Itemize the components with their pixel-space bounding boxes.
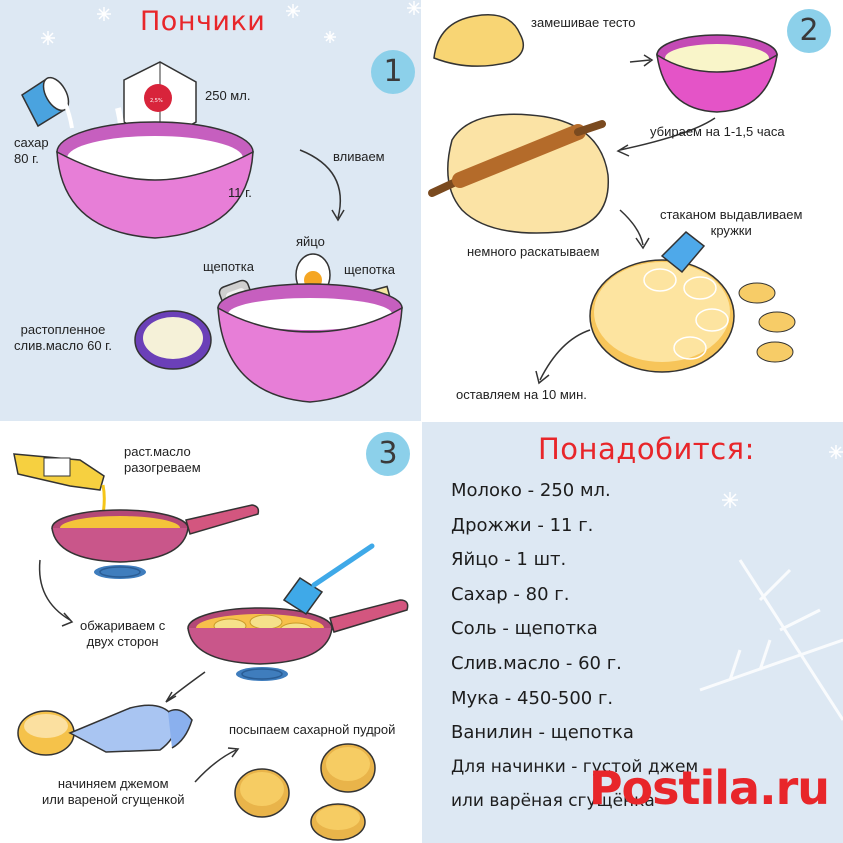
yeast-amount-label: 11 г. [228,185,252,200]
dough-piece [758,311,796,333]
sugared-donut [234,768,290,818]
ingredient-item: Для начинки - густой джем [451,756,699,777]
cut-label: стаканом выдавливаем кружки [660,207,803,239]
mixing-bowl-1 [56,121,254,239]
ingredient-item: Соль - щепотка [451,618,598,640]
sugared-donut [320,743,376,793]
dough-bowl [656,34,778,113]
arrow-rest [619,117,716,151]
recipe-title: Пончики [140,6,266,37]
ingredient-item: Яйцо - 1 шт. [451,549,567,571]
oil-label: раст.масло разогреваем [124,444,201,476]
snowflakes-decoration [41,1,843,508]
butter-label: растопленное слив.масло 60 г. [14,322,112,354]
step-number-2: 2 [787,9,831,53]
fill-label: начиняем джемом или вареной сгущенкой [42,776,185,808]
milk-amount-label: 250 мл. [205,88,251,103]
arrow-pour [299,149,342,219]
rolling-pin [428,120,606,197]
ingredient-item: Мука - 450-500 г. [451,687,614,709]
ingredient-item: Слив.масло - 60 г. [451,652,622,674]
filled-donut [17,710,75,756]
piping-bag [68,704,193,753]
frying-pan-1 [51,504,260,579]
sugar-cup [21,76,74,129]
arrow-cut [539,329,591,381]
ingredients-list: Молоко - 250 мл. Дрожжи - 11 г. Яйцо - 1… [451,480,698,826]
spatula [282,543,375,616]
ingredient-item: или варёная сгущёнка [451,791,655,812]
large-snowflake-decoration [699,559,843,721]
step-number-3: 3 [366,432,410,476]
butter-bowl [134,310,212,370]
ingredient-item: Молоко - 250 мл. [451,480,611,501]
oil-bottle [13,453,106,521]
pinch-salt-label: щепотка [203,259,254,274]
step-number-1: 1 [371,50,415,94]
postila-watermark: Postila.ru [588,761,830,815]
pinch-vanilla-label: щепотка [344,262,395,277]
mixing-bowl-2 [217,283,403,403]
fry-label: обжариваем с двух сторон [80,618,166,650]
frying-pan-2 [187,599,409,681]
arrow-fry [167,671,206,701]
egg-label: яйцо [296,234,325,249]
sugar-label: сахар 80 г. [14,135,49,167]
sprinkle-label: посыпаем сахарной пудрой [229,722,396,737]
knead-label: замешивае тесто [531,15,636,30]
roll-label: немного раскатываем [467,244,600,259]
arrow-roll [619,209,644,246]
ingredient-item: Ванилин - щепотка [451,722,634,744]
dough-piece [738,282,776,304]
glass-cutter [660,231,706,274]
ingredient-item: Сахар - 80 г. [451,583,570,605]
arrow-fill [194,749,237,783]
ingredient-item: Дрожжи - 11 г. [451,514,594,536]
dough-ball [433,14,525,67]
rest-label: убираем на 1-1,5 часа [650,124,785,139]
milk-box-label: 2,5% [150,98,163,104]
horizontal-divider [0,421,843,422]
arrow-heat [38,559,71,621]
ingredients-panel [422,422,843,843]
pour-label: вливаем [333,149,385,164]
arrow-knead [629,59,651,63]
dough-sheet-with-circles [589,259,735,373]
ingredients-heading: Понадобится: [538,432,755,466]
sugared-donut [310,803,366,841]
leave-label: оставляем на 10 мин. [456,387,587,402]
dough-piece [756,341,794,363]
